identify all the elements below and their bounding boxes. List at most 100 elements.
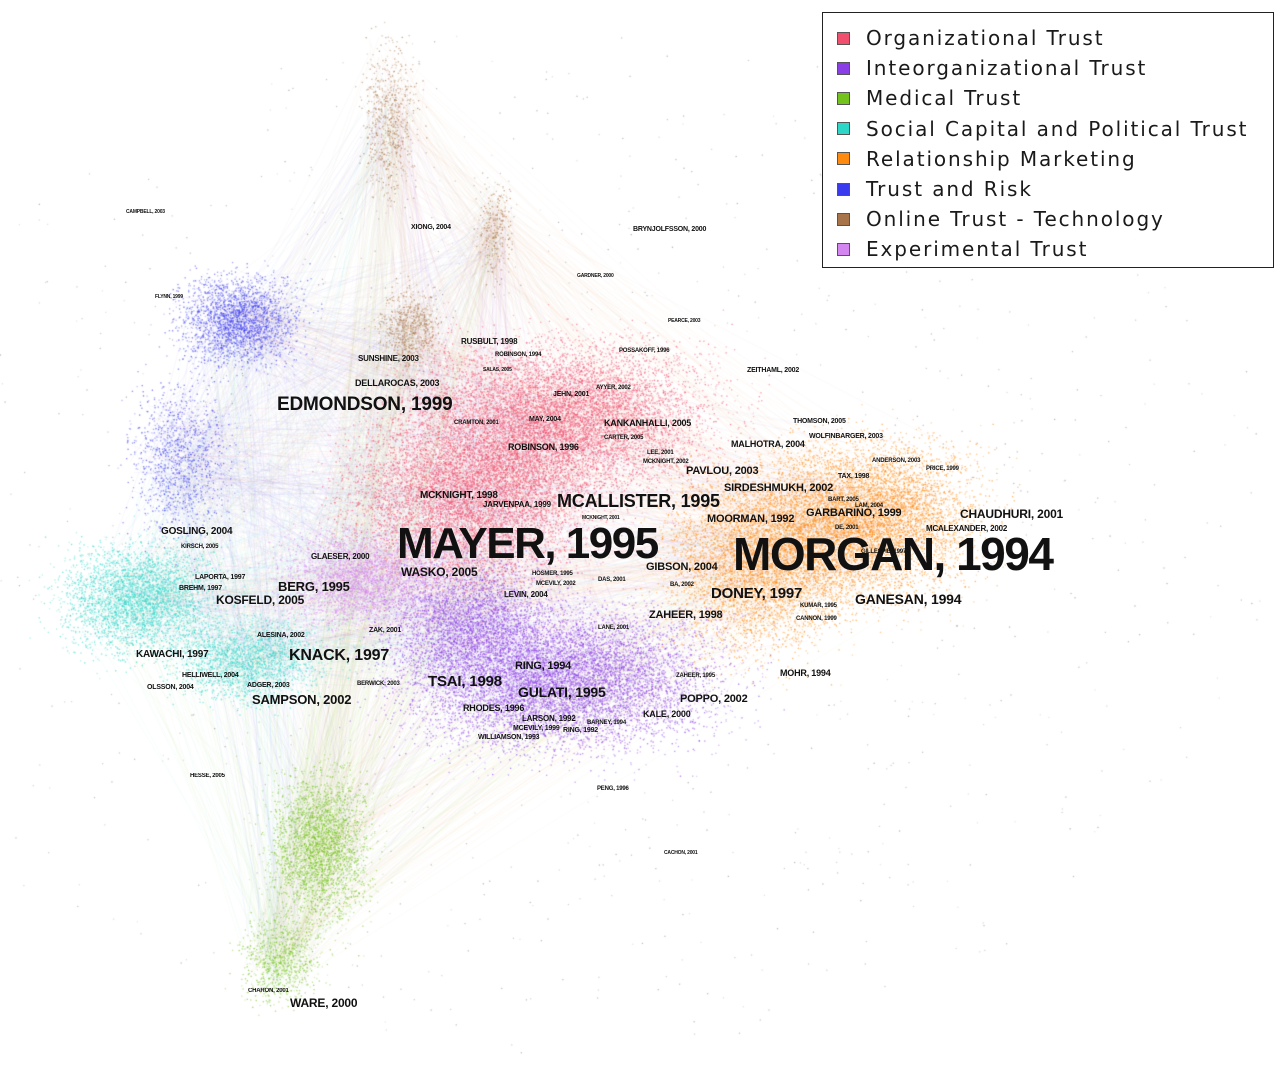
node-label: MAY, 2004 bbox=[529, 416, 561, 423]
node-label: LEE, 2001 bbox=[647, 450, 674, 456]
legend: Organizational Trust Inteorganizational … bbox=[822, 12, 1274, 268]
node-label: KIRSCH, 2005 bbox=[181, 544, 219, 550]
legend-item: Trust and Risk bbox=[837, 174, 1273, 204]
node-label: SUNSHINE, 2003 bbox=[358, 354, 419, 363]
node-label: DAS, 2001 bbox=[598, 577, 626, 583]
legend-label: Relationship Marketing bbox=[866, 146, 1137, 171]
node-label: KAWACHI, 1997 bbox=[136, 649, 209, 660]
node-label: BERWICK, 2003 bbox=[357, 681, 400, 687]
node-label: ZAHEER, 1995 bbox=[676, 673, 715, 679]
node-label: KNACK, 1997 bbox=[289, 647, 390, 664]
node-label: POPPO, 2002 bbox=[680, 693, 748, 705]
node-label: HELLIWELL, 2004 bbox=[182, 672, 239, 679]
node-label: GULATI, 1995 bbox=[518, 684, 606, 700]
node-label: MOHR, 1994 bbox=[780, 668, 831, 678]
node-label: GLAESER, 2000 bbox=[311, 552, 370, 561]
node-label: XIONG, 2004 bbox=[411, 224, 451, 231]
legend-item: Medical Trust bbox=[837, 83, 1273, 113]
legend-label: Medical Trust bbox=[866, 86, 1023, 111]
node-label: OLSSON, 2004 bbox=[147, 684, 194, 691]
node-label: BART, 2005 bbox=[828, 497, 859, 503]
node-label: ANDERSON, 2003 bbox=[872, 458, 921, 464]
node-label: ROBINSON, 1996 bbox=[508, 442, 579, 452]
node-label: MCKNIGHT, 2002 bbox=[643, 459, 689, 465]
legend-label: Social Capital and Political Trust bbox=[866, 116, 1249, 141]
node-label: CAMPBELL, 2003 bbox=[126, 209, 165, 215]
node-label: GANESAN, 1994 bbox=[855, 591, 962, 607]
legend-swatch bbox=[837, 91, 850, 105]
legend-swatch bbox=[837, 182, 850, 196]
node-label: PRICE, 1999 bbox=[926, 466, 959, 472]
node-label: HOSMER, 1995 bbox=[532, 571, 573, 577]
node-label: GOSLING, 2004 bbox=[161, 526, 233, 537]
node-label: WILLIAMSON, 1993 bbox=[478, 734, 540, 741]
node-label: SALAS, 2005 bbox=[483, 367, 512, 373]
node-label: ZAHEER, 1998 bbox=[649, 609, 723, 621]
node-label: MCEVILY, 2002 bbox=[536, 581, 576, 587]
node-label: WARE, 2000 bbox=[290, 996, 358, 1010]
node-label: CHARON, 2001 bbox=[248, 988, 289, 994]
node-label: GILLESPIE, 1997 bbox=[861, 549, 907, 555]
node-label: DELLAROCAS, 2003 bbox=[355, 378, 440, 388]
node-label: ZAK, 2001 bbox=[369, 627, 402, 634]
node-label: LAM, 2004 bbox=[855, 503, 883, 509]
node-label: MCEVILY, 1999 bbox=[513, 725, 560, 732]
node-label: THOMSON, 2005 bbox=[793, 418, 846, 425]
legend-swatch bbox=[837, 31, 850, 45]
legend-swatch bbox=[837, 242, 850, 256]
node-label: WOLFINBARGER, 2003 bbox=[809, 433, 883, 440]
node-label: MCKNIGHT, 2001 bbox=[582, 515, 620, 521]
node-label: RING, 1994 bbox=[515, 660, 572, 672]
node-label: ROBINSON, 1994 bbox=[495, 352, 542, 358]
legend-item: Social Capital and Political Trust bbox=[837, 114, 1273, 144]
node-label: TSAI, 1998 bbox=[428, 673, 502, 690]
node-label: BRYNJOLFSSON, 2000 bbox=[633, 226, 707, 233]
legend-label: Online Trust - Technology bbox=[866, 207, 1165, 232]
node-label: DE, 2001 bbox=[835, 525, 859, 531]
node-label: ZEITHAML, 2002 bbox=[747, 367, 800, 374]
node-label: BERG, 1995 bbox=[278, 579, 350, 594]
node-label: KOSFELD, 2005 bbox=[216, 593, 305, 607]
node-label: LEVIN, 2004 bbox=[504, 590, 548, 599]
legend-label: Inteorganizational Trust bbox=[866, 56, 1148, 81]
node-label: KUMAR, 1995 bbox=[800, 603, 837, 609]
node-label: GARDNER, 2000 bbox=[577, 273, 614, 279]
node-label: SIRDESHMUKH, 2002 bbox=[724, 482, 834, 494]
legend-label: Trust and Risk bbox=[866, 177, 1033, 202]
node-label: MCALLISTER, 1995 bbox=[557, 491, 720, 511]
legend-item: Online Trust - Technology bbox=[837, 204, 1273, 234]
node-label: MCALEXANDER, 2002 bbox=[926, 524, 1008, 533]
node-label: MOORMAN, 1992 bbox=[707, 513, 795, 525]
node-label: MCKNIGHT, 1998 bbox=[420, 490, 498, 501]
node-label: POSSAKOFF, 1996 bbox=[619, 348, 670, 354]
node-label: WASKO, 2005 bbox=[401, 565, 478, 579]
node-label: CRAMTON, 2001 bbox=[454, 420, 499, 426]
node-label: CANNON, 1999 bbox=[796, 616, 837, 622]
node-label: PENG, 1996 bbox=[597, 786, 629, 792]
node-label: PEARCE, 2003 bbox=[668, 318, 701, 324]
node-label: FLYNN, 1999 bbox=[155, 294, 183, 300]
node-label: CARTER, 2005 bbox=[604, 435, 644, 441]
legend-label: Organizational Trust bbox=[866, 26, 1105, 51]
node-label: JARVENPAA, 1999 bbox=[483, 500, 551, 509]
legend-item: Relationship Marketing bbox=[837, 144, 1273, 174]
node-label: LARSON, 1992 bbox=[522, 714, 576, 723]
node-label: EDMONDSON, 1999 bbox=[277, 394, 453, 415]
legend-item: Experimental Trust bbox=[837, 234, 1273, 264]
node-label: BREHM, 1997 bbox=[179, 585, 222, 592]
node-label: GIBSON, 2004 bbox=[646, 561, 718, 573]
node-label: SAMPSON, 2002 bbox=[252, 692, 352, 707]
node-label: PAVLOU, 2003 bbox=[686, 465, 759, 477]
legend-label: Experimental Trust bbox=[866, 237, 1089, 262]
node-label: AYYER, 2002 bbox=[596, 385, 631, 391]
node-label: TAX, 1998 bbox=[838, 473, 870, 480]
node-label: ADGER, 2003 bbox=[247, 682, 290, 689]
node-label: BA, 2002 bbox=[670, 582, 694, 588]
legend-swatch bbox=[837, 122, 850, 136]
node-label: ALESINA, 2002 bbox=[257, 632, 305, 639]
legend-item: Inteorganizational Trust bbox=[837, 53, 1273, 83]
node-label: GARBARINO, 1999 bbox=[806, 507, 902, 519]
node-label: CACHON, 2001 bbox=[664, 850, 698, 856]
node-label: RING, 1992 bbox=[563, 727, 598, 734]
